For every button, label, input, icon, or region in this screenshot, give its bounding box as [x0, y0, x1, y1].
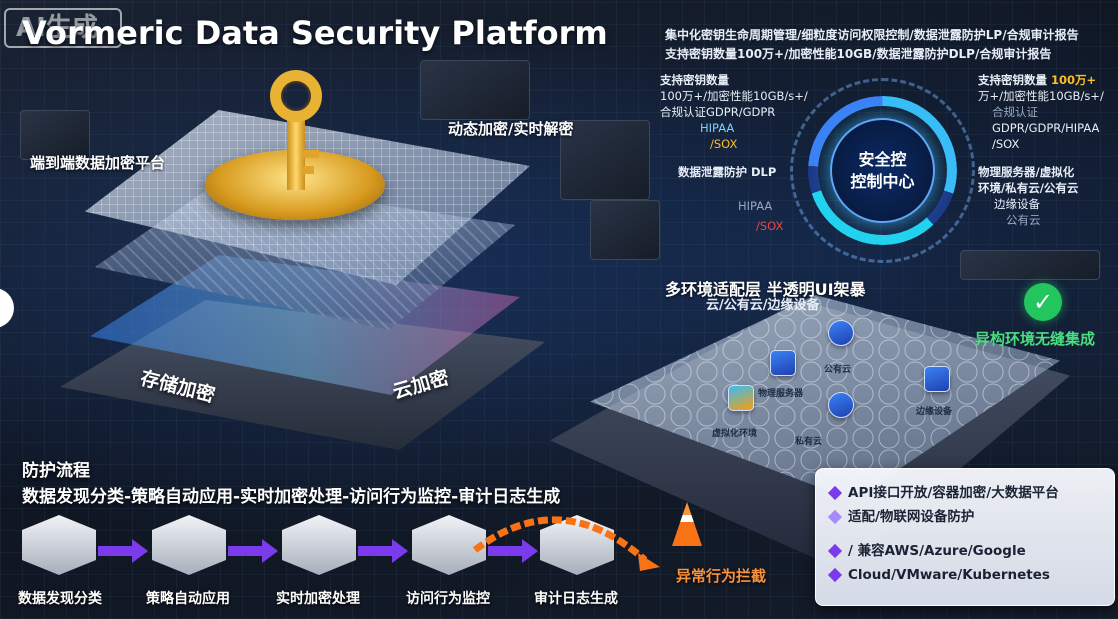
left-info-a1: 支持密钥数量	[660, 73, 729, 87]
seamless-integration-label: 异构环境无缝集成	[975, 330, 1096, 348]
integration-r2: 适配/物联网设备防护	[848, 509, 975, 525]
diamond-icon	[827, 543, 843, 559]
side-handle[interactable]	[0, 288, 14, 328]
database-icon[interactable]	[828, 320, 854, 346]
diamond-icon	[827, 509, 843, 525]
env-info-b2: 环境/私有云/公有云	[978, 181, 1079, 195]
anomaly-intercept-label: 异常行为拦截	[676, 567, 767, 585]
right-info-a5: /SOX	[992, 137, 1020, 151]
env-info-b3: 边缘设备	[994, 197, 1040, 211]
integration-row: Cloud/VMware/Kubernetes	[827, 563, 1100, 587]
left-info-a4: HIPAA	[700, 121, 735, 135]
multi-env-sublabel: 云/公有云/边缘设备	[706, 298, 820, 313]
diamond-icon	[827, 485, 843, 501]
integration-r3: / 兼容AWS/Azure/Google	[848, 543, 1026, 559]
dynamic-encryption-label: 动态加密/实时解密	[448, 120, 574, 138]
integration-row: API接口开放/容器加密/大数据平台	[827, 481, 1100, 505]
circuit-chip	[960, 250, 1100, 280]
circuit-chip	[560, 120, 650, 200]
left-info-block: 支持密钥数量 100万+/加密性能10GB/s+/ 合规认证GDPR/GDPR …	[660, 72, 808, 152]
step-2-label: 策略自动应用	[146, 591, 230, 607]
ai-watermark: AI生成	[4, 8, 122, 48]
server-icon[interactable]	[770, 350, 796, 376]
arrow-icon	[98, 539, 148, 563]
env-info-b4: 公有云	[1006, 213, 1041, 227]
right-info-a1: 支持密钥数量	[978, 73, 1047, 87]
step-3-label: 实时加密处理	[276, 591, 360, 607]
step-4-box[interactable]	[412, 515, 486, 575]
arrow-icon	[488, 539, 538, 563]
security-center-line1: 安全控	[858, 149, 907, 169]
top-info-line1: 集中化密钥生命周期管理/细粒度访问权限控制/数据泄露防护LP/合规审计报告	[665, 28, 1079, 42]
right-info-a3: 合规认证	[992, 105, 1038, 119]
page-title: Vormeric Data Security Platform	[22, 14, 608, 52]
multi-env-label: 多环境适配层 半透明UI架暴	[665, 280, 866, 299]
edge-device-icon[interactable]	[924, 366, 950, 392]
dlp-info-b2: HIPAA	[738, 199, 773, 213]
step-1-label: 数据发现分类	[18, 591, 102, 607]
circuit-chip	[20, 110, 90, 160]
left-info-a2: 100万+/加密性能10GB/s+/	[660, 89, 808, 103]
env-info-block: 物理服务器/虚拟化 环境/私有云/公有云 边缘设备 公有云	[978, 164, 1116, 228]
integration-r1: API接口开放/容器加密/大数据平台	[848, 485, 1059, 501]
node-virtual-label: 虚拟化环境	[712, 429, 758, 439]
key-icon	[287, 115, 305, 190]
right-info-block: 支持密钥数量 100万+ 万+/加密性能10GB/s+/ 合规认证 GDPR/G…	[978, 72, 1116, 152]
env-info-b1: 物理服务器/虚拟化	[978, 165, 1075, 179]
step-4-label: 访问行为监控	[406, 591, 490, 607]
security-center-outer-ring	[790, 78, 975, 263]
integration-row: / 兼容AWS/Azure/Google	[827, 539, 1100, 563]
node-edge-label: 边缘设备	[916, 407, 953, 417]
node-physical-label: 物理服务器	[758, 389, 804, 399]
right-info-a1-value: 100万+	[1051, 73, 1097, 87]
dlp-info-block: 数据泄露防护 DLP HIPAA /SOX	[678, 164, 798, 234]
key-tooth	[303, 166, 314, 174]
node-public-cloud-label: 公有云	[824, 365, 852, 375]
left-info-a5: /SOX	[710, 137, 738, 151]
left-info-a3: 合规认证GDPR/GDPR	[660, 105, 776, 119]
circuit-chip	[420, 60, 530, 120]
security-center[interactable]: 安全控 控制中心	[830, 118, 935, 223]
top-info-line2: 支持密钥数量100万+/加密性能10GB/数据泄露防护DLP/合规审计报告	[665, 47, 1052, 61]
arrow-icon	[358, 539, 408, 563]
cloud-icon[interactable]	[828, 392, 854, 418]
key-ring-icon	[270, 70, 322, 122]
integration-row: 适配/物联网设备防护	[827, 505, 1100, 529]
e2e-label: 端到端数据加密平台	[30, 154, 166, 172]
intercept-arrow-icon	[472, 516, 660, 571]
arrow-icon	[228, 539, 278, 563]
integration-r4: Cloud/VMware/Kubernetes	[848, 567, 1050, 583]
process-subtitle: 数据发现分类-策略自动应用-实时加密处理-访问行为监控-审计日志生成	[22, 487, 561, 507]
dlp-info-b3: /SOX	[756, 219, 784, 233]
process-title: 防护流程	[22, 461, 90, 481]
step-3-box[interactable]	[282, 515, 356, 575]
node-private-cloud-label: 私有云	[795, 437, 823, 447]
security-center-line2: 控制中心	[850, 171, 915, 191]
right-info-a2: 万+/加密性能10GB/s+/	[978, 89, 1104, 103]
right-info-a4: GDPR/GDPR/HIPAA	[992, 121, 1100, 135]
dlp-info-b1: 数据泄露防护 DLP	[678, 165, 777, 179]
step-5-label: 审计日志生成	[534, 591, 618, 607]
key-tooth	[303, 150, 319, 158]
diamond-icon	[827, 567, 843, 583]
circuit-chip	[590, 200, 660, 260]
virtual-env-icon[interactable]	[728, 385, 754, 411]
check-icon: ✓	[1024, 283, 1062, 321]
integration-panel: API接口开放/容器加密/大数据平台 适配/物联网设备防护 / 兼容AWS/Az…	[815, 468, 1115, 606]
